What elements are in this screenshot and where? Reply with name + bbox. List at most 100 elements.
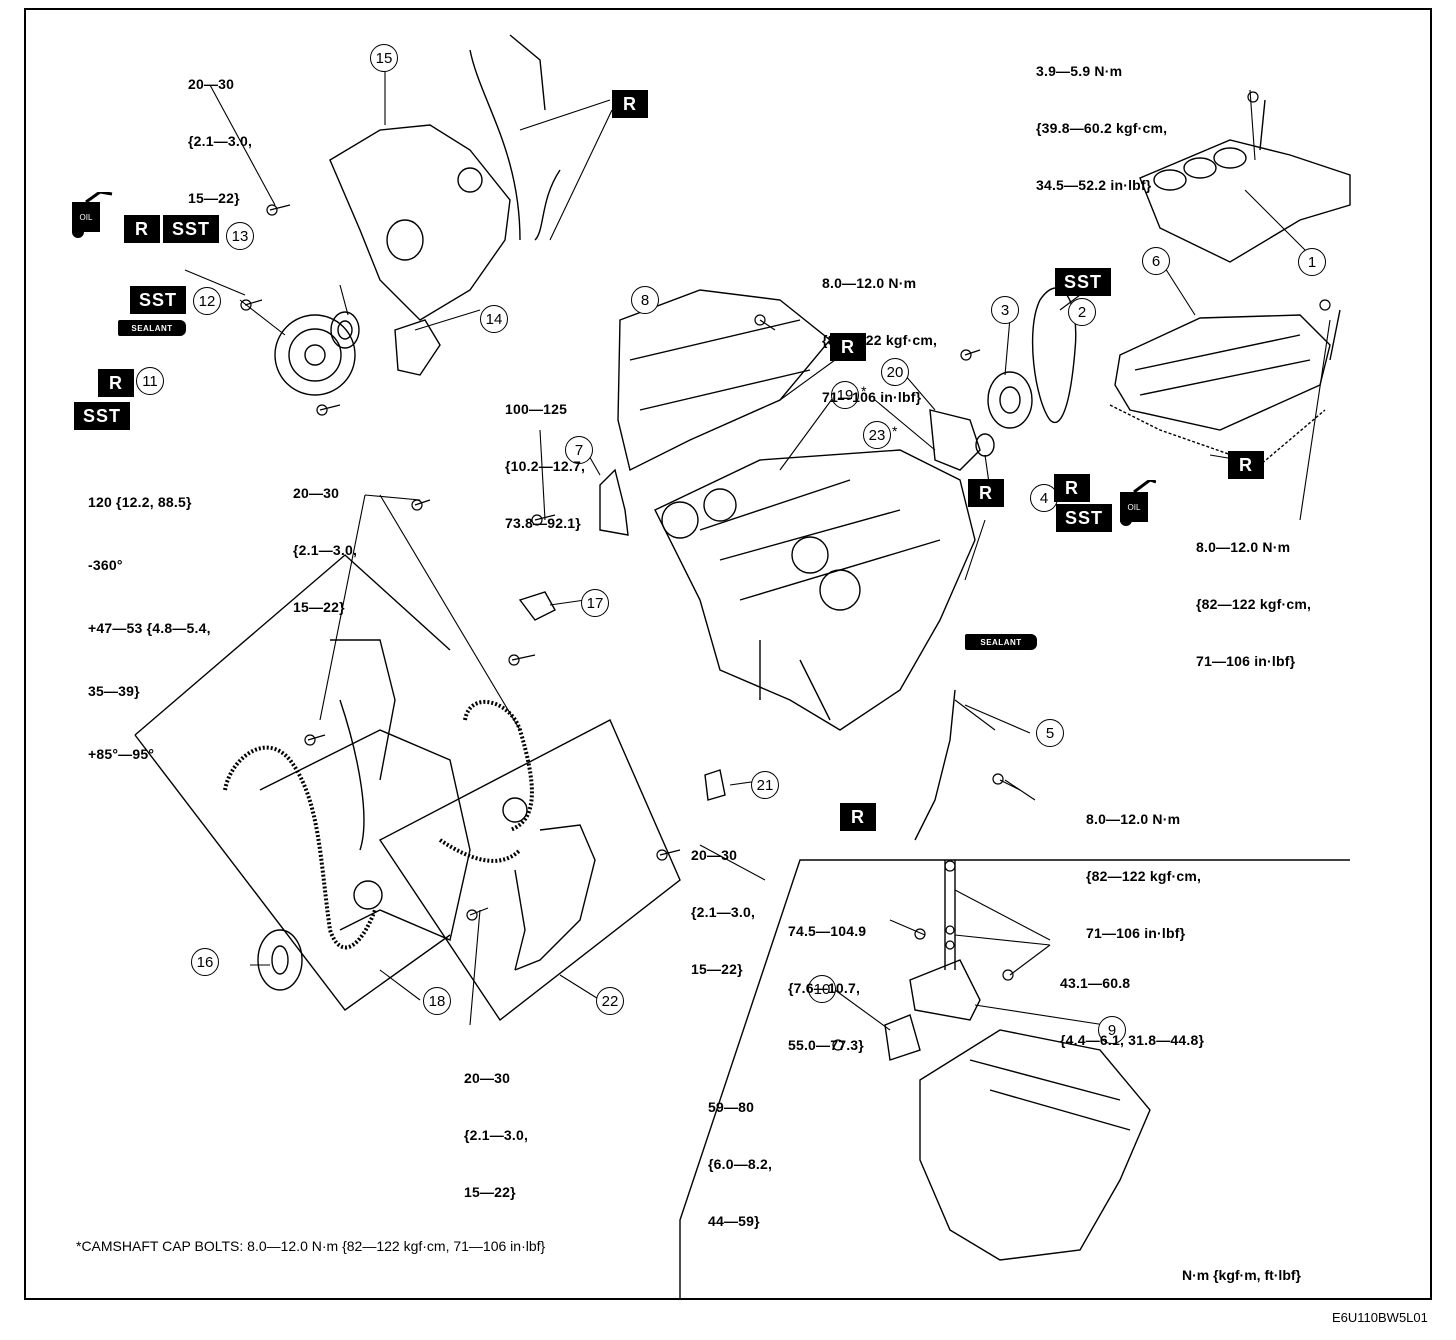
camshaft-cap-footnote: *CAMSHAFT CAP BOLTS: 8.0—12.0 N·m {82—12… [76, 1238, 546, 1254]
callout-19: 19 [831, 381, 859, 409]
spec-line: 8.0—12.0 N·m [1086, 811, 1181, 827]
spec-line: 71—106 in·lbf} [1196, 653, 1296, 669]
callout-4-label: 4 [1039, 489, 1049, 507]
spec-line: 43.1—60.8 [1060, 975, 1131, 991]
chain-guide-17-part [518, 591, 556, 621]
r-badge: R [98, 369, 134, 397]
spec-line: 34.5—52.2 in·lbf} [1036, 177, 1152, 193]
spec-line: +85°—95° [88, 746, 155, 762]
spec-line: 20—30 [293, 485, 340, 501]
spec-line: 73.8—92.1} [505, 515, 581, 531]
front-oil-seal-part [330, 311, 360, 349]
callout-12: 12 [193, 287, 221, 315]
oil-can-icon: OIL [1120, 480, 1156, 526]
callout-1-label: 1 [1307, 253, 1317, 271]
spec-line: {2.1—3.0, [464, 1127, 529, 1143]
torque-spec-pulley-bolt: 120 {12.2, 88.5} -360° +47—53 {4.8—5.4, … [88, 450, 211, 786]
callout-11: 11 [136, 367, 164, 395]
sst-badge: SST [130, 286, 186, 314]
callout-22: 22 [596, 987, 624, 1015]
callout-23-asterisk: * [892, 423, 898, 439]
torque-spec-mount-a: 74.5—104.9 {7.6—10.7, 55.0—77.3} [788, 884, 866, 1074]
group-box-lh [134, 554, 451, 736]
sst-badge: SST [163, 215, 219, 243]
torque-spec-head-cover-bolt: 8.0—12.0 N·m {82—122 kgf·cm, 71—106 in·l… [822, 236, 937, 426]
callout-14-label: 14 [485, 310, 503, 328]
callout-17-label: 17 [586, 594, 604, 612]
callout-23-label: 23 [868, 426, 886, 444]
spec-line: 74.5—104.9 [788, 923, 867, 939]
callout-4: 4 [1030, 484, 1058, 512]
oil-can-label: OIL [80, 213, 93, 222]
callout-20: 20 [881, 358, 909, 386]
r-badge: R [830, 333, 866, 361]
torque-spec-mount-b: 43.1—60.8 {4.4—6.1, 31.8—44.8} [1060, 936, 1204, 1069]
torque-spec-guide-21: 20—30 {2.1—3.0, 15—22} [691, 808, 755, 998]
oil-can-icon: OIL [72, 192, 113, 238]
callout-9-label: 9 [1107, 1021, 1117, 1039]
sprocket-part [987, 371, 1033, 429]
crankshaft-pulley-part [274, 314, 356, 396]
chain-guide-21-part [704, 769, 726, 801]
timing-cover-part [329, 34, 561, 321]
torque-spec-dipstick: 8.0—12.0 N·m {82—122 kgf·cm, 71—106 in·l… [1086, 772, 1201, 962]
oil-can-label: OIL [1128, 503, 1141, 512]
spec-line: 8.0—12.0 N·m [1196, 539, 1291, 555]
spec-line: 59—80 [708, 1099, 755, 1115]
callout-18: 18 [423, 987, 451, 1015]
spec-line: 15—22} [691, 961, 743, 977]
spec-line: 120 {12.2, 88.5} [88, 494, 192, 510]
callout-9: 9 [1098, 1016, 1126, 1044]
engine-bracket-part [599, 468, 629, 536]
spec-line: 20—30 [464, 1070, 511, 1086]
spec-line: 20—30 [188, 76, 235, 92]
callout-6-label: 6 [1151, 252, 1161, 270]
spec-line: 8.0—12.0 N·m [822, 275, 917, 291]
callout-6: 6 [1142, 247, 1170, 275]
r-badge: R [1228, 451, 1264, 479]
spec-line: 55.0—77.3} [788, 1037, 864, 1053]
callout-3: 3 [991, 296, 1019, 324]
sst-badge: SST [74, 402, 130, 430]
callout-11-label: 11 [142, 372, 158, 390]
inset-divider [679, 859, 1350, 1300]
callout-19-label: 19 [836, 386, 854, 404]
diagram-frame [24, 8, 1432, 1300]
sst-badge: SST [1055, 268, 1111, 296]
callout-12-label: 12 [198, 292, 216, 310]
callout-2-label: 2 [1077, 303, 1087, 321]
r-badge: R [968, 479, 1004, 507]
spec-line: {4.4—6.1, 31.8—44.8} [1060, 1032, 1205, 1048]
callout-18-label: 18 [428, 992, 446, 1010]
spec-line: {2.1—3.0, [188, 133, 253, 149]
spec-line: {6.0—8.2, [708, 1156, 773, 1172]
torque-spec-cover-top: 3.9—5.9 N·m {39.8—60.2 kgf·cm, 34.5—52.2… [1036, 24, 1167, 214]
callout-20-label: 20 [886, 363, 904, 381]
group-box-rh [378, 719, 681, 1022]
spec-line: -360° [88, 557, 123, 573]
torque-spec-bracket: 100—125 {10.2—12.7, 73.8—92.1} [505, 362, 585, 552]
callout-23: 23 [863, 421, 891, 449]
torque-spec-cover-right: 8.0—12.0 N·m {82—122 kgf·cm, 71—106 in·l… [1196, 500, 1311, 690]
spec-line: +47—53 {4.8—5.4, [88, 620, 211, 636]
spec-line: 44—59} [708, 1213, 760, 1229]
callout-10-label: 10 [813, 980, 831, 998]
drive-belt-tensioner-part [394, 319, 441, 376]
spec-line: 15—22} [464, 1184, 516, 1200]
spec-line: 71—106 in·lbf} [822, 389, 922, 405]
callout-13: 13 [226, 222, 254, 250]
engine-cover-part [1139, 99, 1351, 263]
r-badge: R [840, 803, 876, 831]
spec-line: 15—22} [293, 599, 345, 615]
torque-spec-tensioner: 20—30 {2.1—3.0, 15—22} [293, 446, 357, 636]
sealant-tube-icon: SEALANT [118, 320, 186, 336]
spec-line: {2.1—3.0, [293, 542, 358, 558]
callout-16: 16 [191, 948, 219, 976]
callout-8-label: 8 [640, 291, 650, 309]
cylinder-head-cover-lh-part [617, 289, 831, 472]
r-badge: R [124, 215, 160, 243]
callout-3-label: 3 [1000, 301, 1010, 319]
callout-7: 7 [565, 436, 593, 464]
spec-line: 15—22} [188, 190, 240, 206]
